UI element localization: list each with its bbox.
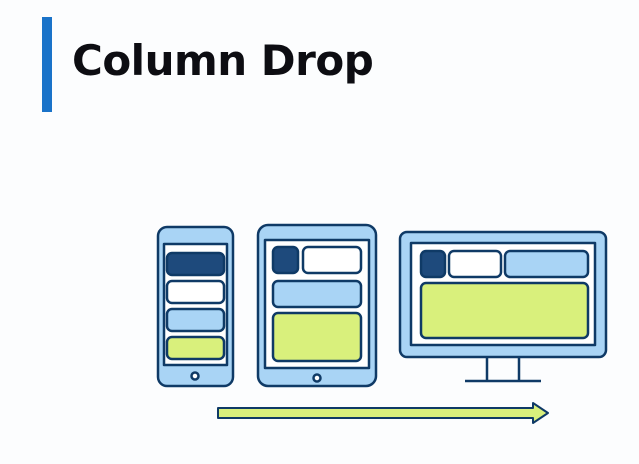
tablet-sidebar-block: [271, 279, 363, 309]
title-accent-bar: [42, 17, 52, 112]
tablet-content-block: [271, 311, 363, 363]
arrow-right-icon: [217, 402, 549, 424]
phone-icon: [156, 225, 235, 388]
phone-sidebar-block: [165, 307, 226, 333]
desktop-header-block: [419, 249, 447, 279]
desktop-content-block: [419, 281, 590, 340]
tablet-home-button: [312, 373, 322, 383]
desktop-nav-block: [447, 249, 503, 279]
tablet-header-block: [271, 245, 300, 275]
page-title: Column Drop: [72, 36, 374, 85]
desktop-sidebar-block: [503, 249, 590, 279]
phone-content-block: [165, 335, 226, 361]
tablet-nav-block: [301, 245, 363, 275]
desktop-monitor-icon: [398, 230, 608, 383]
tablet-icon: [256, 223, 378, 388]
phone-home-button: [190, 371, 200, 381]
phone-header-block: [165, 251, 226, 277]
phone-nav-block: [165, 279, 226, 305]
